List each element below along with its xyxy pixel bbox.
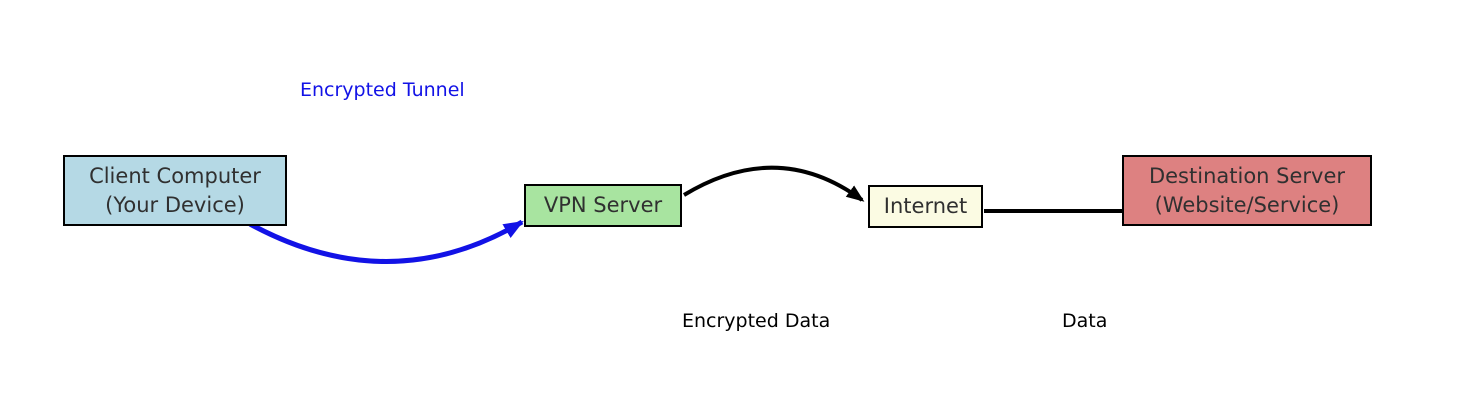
node-client-label-line2: (Your Device) <box>105 192 245 217</box>
node-destination-label-line1: Destination Server <box>1148 163 1346 188</box>
node-vpn-label: VPN Server <box>543 193 663 218</box>
data-label: Data <box>1062 310 1108 332</box>
node-client-label-line1: Client Computer <box>89 163 261 188</box>
node-destination-label-line2: (Website/Service) <box>1154 192 1340 217</box>
node-destination-server: Destination Server (Website/Service) <box>1122 155 1372 226</box>
encrypted-data-label: Encrypted Data <box>682 310 831 332</box>
encrypted-data-arrow <box>682 165 865 202</box>
encrypted-tunnel-label: Encrypted Tunnel <box>300 79 465 101</box>
encrypted-tunnel-arrow <box>248 219 524 264</box>
node-internet-label: Internet <box>883 194 968 219</box>
node-vpn-server: VPN Server <box>524 184 682 227</box>
node-client-computer: Client Computer (Your Device) <box>63 155 287 226</box>
node-internet: Internet <box>868 185 983 228</box>
